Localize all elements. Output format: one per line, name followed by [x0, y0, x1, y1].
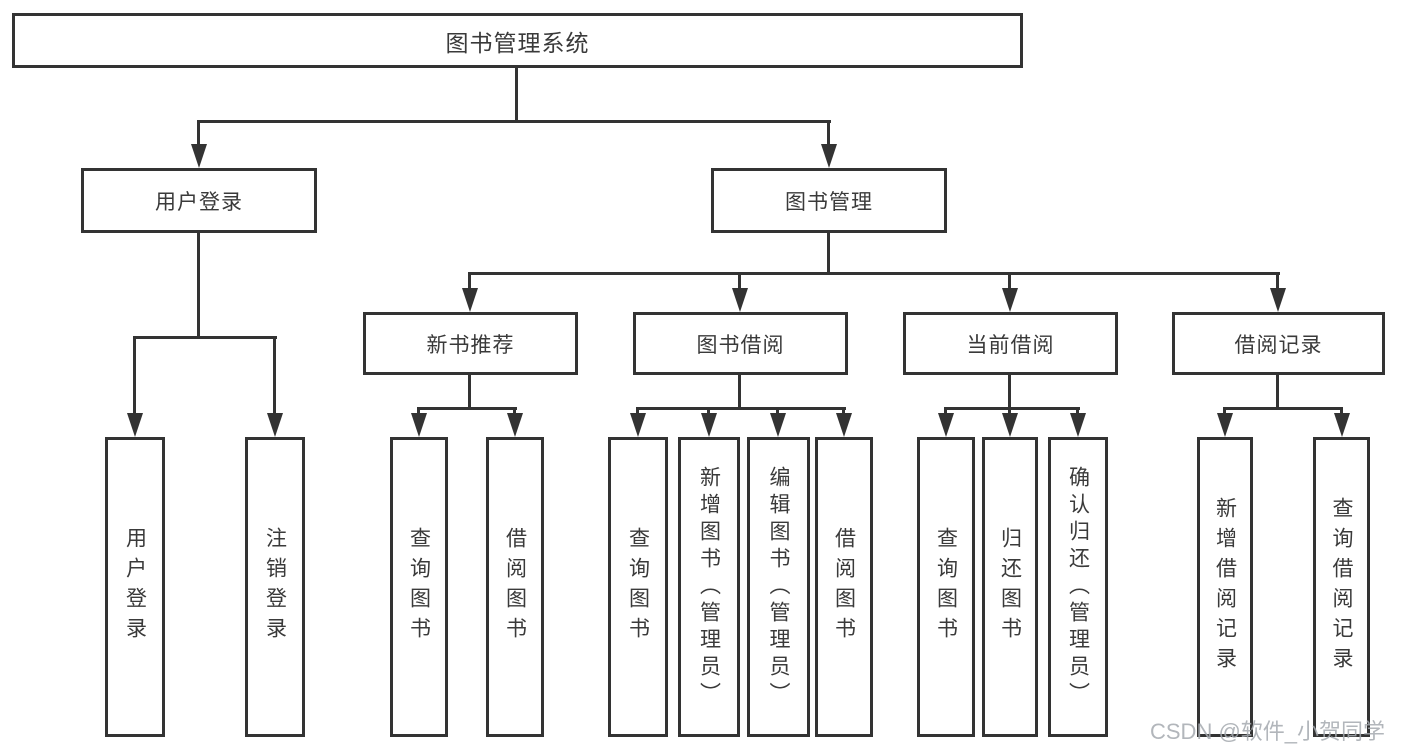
arrowhead-down-icon	[1002, 413, 1018, 437]
node-borrowing-records: 借阅记录	[1172, 312, 1385, 375]
node-label: 查询借阅记录	[1330, 497, 1353, 677]
connector-line	[1340, 407, 1343, 417]
leaf-confirm-return-admin: 确认归还（管理员）	[1048, 437, 1108, 737]
connector-line	[197, 120, 831, 123]
node-label: 查询图书	[934, 527, 958, 647]
connector-line	[417, 407, 517, 410]
arrowhead-down-icon	[770, 413, 786, 437]
leaf-query-books-recommend: 查询图书	[390, 437, 448, 737]
node-label: 新增图书（管理员）	[697, 465, 721, 709]
connector-line	[776, 407, 779, 417]
arrowhead-down-icon	[1070, 413, 1086, 437]
node-label: 新书推荐	[426, 333, 515, 357]
node-label: 用户登录	[155, 190, 243, 214]
connector-line	[1276, 375, 1279, 409]
node-label: 归还图书	[998, 527, 1022, 647]
connector-line	[417, 407, 420, 417]
connector-line	[513, 407, 516, 417]
arrowhead-down-icon	[462, 288, 478, 312]
connector-line	[1008, 375, 1011, 409]
node-label: 注销登录	[263, 527, 287, 647]
connector-line	[468, 272, 1280, 275]
connector-line	[738, 272, 741, 292]
connector-line	[468, 375, 471, 409]
leaf-user-login: 用户登录	[105, 437, 165, 737]
connector-line	[197, 120, 200, 148]
connector-line	[827, 233, 830, 274]
connector-line	[842, 407, 845, 417]
node-label: 查询图书	[626, 527, 650, 647]
arrowhead-down-icon	[836, 413, 852, 437]
leaf-return-books: 归还图书	[982, 437, 1038, 737]
arrowhead-down-icon	[1002, 288, 1018, 312]
node-label: 查询图书	[407, 527, 431, 647]
arrowhead-down-icon	[191, 144, 207, 168]
connector-line	[1223, 407, 1226, 417]
node-new-book-recommendation: 新书推荐	[363, 312, 578, 375]
node-label: 图书管理	[785, 190, 873, 214]
node-label: 编辑图书（管理员）	[767, 465, 790, 709]
node-book-borrowing: 图书借阅	[633, 312, 848, 375]
leaf-add-borrow-record: 新增借阅记录	[1197, 437, 1253, 737]
connector-line	[1008, 272, 1011, 292]
connector-line	[133, 336, 136, 416]
arrowhead-down-icon	[411, 413, 427, 437]
arrowhead-down-icon	[507, 413, 523, 437]
node-label: 借阅记录	[1234, 333, 1323, 357]
connector-line	[636, 407, 846, 410]
connector-line	[738, 375, 741, 409]
leaf-edit-book-admin: 编辑图书（管理员）	[747, 437, 810, 737]
node-label: 当前借阅	[966, 333, 1055, 357]
node-library-management-system: 图书管理系统	[12, 13, 1023, 68]
leaf-logout: 注销登录	[245, 437, 305, 737]
arrowhead-down-icon	[1217, 413, 1233, 437]
connector-line	[827, 120, 830, 148]
connector-line	[133, 336, 277, 339]
csdn-watermark: CSDN @软件_小贺同学	[1150, 719, 1386, 744]
connector-line	[197, 233, 200, 338]
node-label: 图书管理系统	[445, 29, 590, 56]
arrowhead-down-icon	[630, 413, 646, 437]
connector-line	[515, 68, 518, 122]
connector-line	[636, 407, 639, 417]
connector-line	[1076, 407, 1079, 417]
arrowhead-down-icon	[1334, 413, 1350, 437]
connector-line	[707, 407, 710, 417]
node-label: 新增借阅记录	[1213, 497, 1237, 677]
arrowhead-down-icon	[701, 413, 717, 437]
arrowhead-down-icon	[732, 288, 748, 312]
node-current-borrowing: 当前借阅	[903, 312, 1118, 375]
connector-line	[1223, 407, 1343, 410]
leaf-query-books-borrowing: 查询图书	[608, 437, 668, 737]
connector-line	[468, 272, 471, 292]
node-label: 确认归还（管理员）	[1066, 465, 1090, 709]
leaf-borrow-books-borrowing: 借阅图书	[815, 437, 873, 737]
connector-line	[273, 336, 276, 416]
arrowhead-down-icon	[938, 413, 954, 437]
node-label: 用户登录	[123, 527, 147, 647]
connector-line	[944, 407, 1080, 410]
node-user-login: 用户登录	[81, 168, 317, 233]
arrowhead-down-icon	[127, 413, 143, 437]
leaf-query-borrow-record: 查询借阅记录	[1313, 437, 1370, 737]
connector-line	[1276, 272, 1279, 292]
arrowhead-down-icon	[267, 413, 283, 437]
node-label: 借阅图书	[503, 527, 527, 647]
arrowhead-down-icon	[821, 144, 837, 168]
connector-line	[944, 407, 947, 417]
node-label: 图书借阅	[696, 333, 785, 357]
arrowhead-down-icon	[1270, 288, 1286, 312]
leaf-add-book-admin: 新增图书（管理员）	[678, 437, 740, 737]
connector-line	[1008, 407, 1011, 417]
leaf-query-books-current: 查询图书	[917, 437, 975, 737]
leaf-borrow-books-recommend: 借阅图书	[486, 437, 544, 737]
node-label: 借阅图书	[832, 527, 856, 647]
node-book-management: 图书管理	[711, 168, 947, 233]
